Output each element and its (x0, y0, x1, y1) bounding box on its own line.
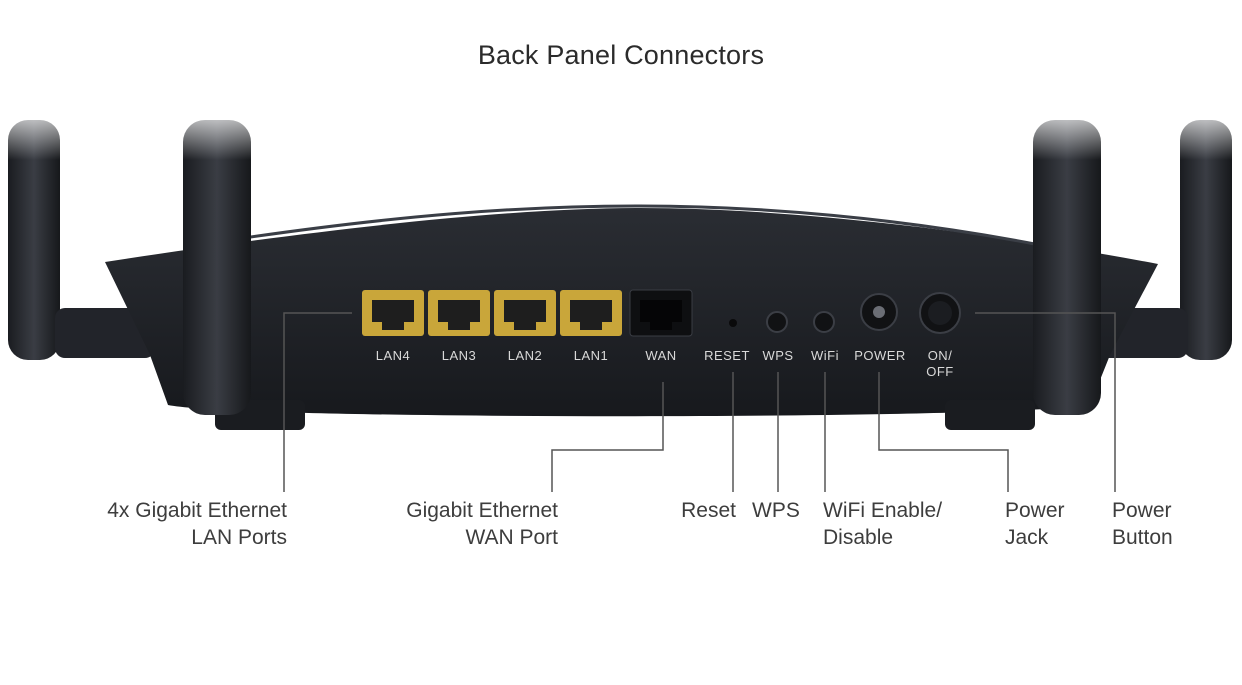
reset-pinhole (729, 319, 737, 327)
port-label-lan1: LAN1 (574, 348, 609, 363)
port-label-wifi: WiFi (811, 348, 839, 363)
callout-reset-line1: Reset (681, 499, 736, 522)
power-jack (860, 293, 898, 331)
callout-wifi-line1: WiFi Enable/ (823, 499, 943, 522)
port-label-wps: WPS (762, 348, 793, 363)
power-button (919, 292, 961, 334)
callout-lan-ports: 4x Gigabit Ethernet LAN Ports (107, 497, 287, 551)
callout-power-button-line2: Button (1112, 526, 1173, 549)
lan-port-1 (560, 290, 622, 336)
router-foot-right (945, 400, 1035, 430)
antenna-right-inner (1033, 120, 1101, 415)
callout-power-button-line1: Power (1112, 499, 1172, 522)
callout-power-button: Power Button (1112, 497, 1173, 551)
leader-lan (283, 312, 352, 492)
callout-lan-line2: LAN Ports (191, 526, 287, 549)
wan-port (629, 289, 693, 337)
lan-port-2 (494, 290, 556, 336)
wps-button (766, 311, 788, 333)
antenna-right-outer (1180, 120, 1232, 360)
leader-power-jack (878, 372, 1009, 492)
lan-port-3 (428, 290, 490, 336)
callout-wifi: WiFi Enable/ Disable (823, 497, 942, 551)
leader-power-button (975, 312, 1116, 492)
callout-wan-port: Gigabit Ethernet WAN Port (406, 497, 558, 551)
callout-power-jack-line2: Jack (1005, 526, 1049, 549)
port-label-lan3: LAN3 (442, 348, 477, 363)
antenna-fade (0, 100, 1242, 160)
antenna-hinge-left (55, 308, 155, 358)
router-top-edge (229, 204, 1041, 247)
callout-wan-line2: WAN Port (465, 526, 558, 549)
callout-wps-line1: WPS (752, 499, 800, 522)
diagram-title: Back Panel Connectors (477, 40, 765, 70)
callout-power-jack: Power Jack (1005, 497, 1065, 551)
port-label-reset: RESET (704, 348, 750, 363)
port-label-lan4: LAN4 (376, 348, 411, 363)
antenna-left-outer (8, 120, 60, 360)
callout-lan-line1: 4x Gigabit Ethernet (107, 499, 287, 522)
callout-power-jack-line1: Power (1005, 499, 1065, 522)
callout-wps: WPS (752, 497, 800, 524)
port-label-lan2: LAN2 (508, 348, 543, 363)
port-label-onoff-2: OFF (926, 364, 954, 379)
antenna-left-inner (183, 120, 251, 415)
callout-reset: Reset (681, 497, 736, 524)
leader-wan (551, 382, 664, 492)
port-label-onoff-1: ON/ (928, 348, 953, 363)
callout-wifi-line2: Disable (823, 526, 894, 549)
port-label-power: POWER (854, 348, 906, 363)
wifi-button (813, 311, 835, 333)
port-label-wan: WAN (645, 348, 676, 363)
callout-wan-line1: Gigabit Ethernet (406, 499, 558, 522)
lan-port-4 (362, 290, 424, 336)
